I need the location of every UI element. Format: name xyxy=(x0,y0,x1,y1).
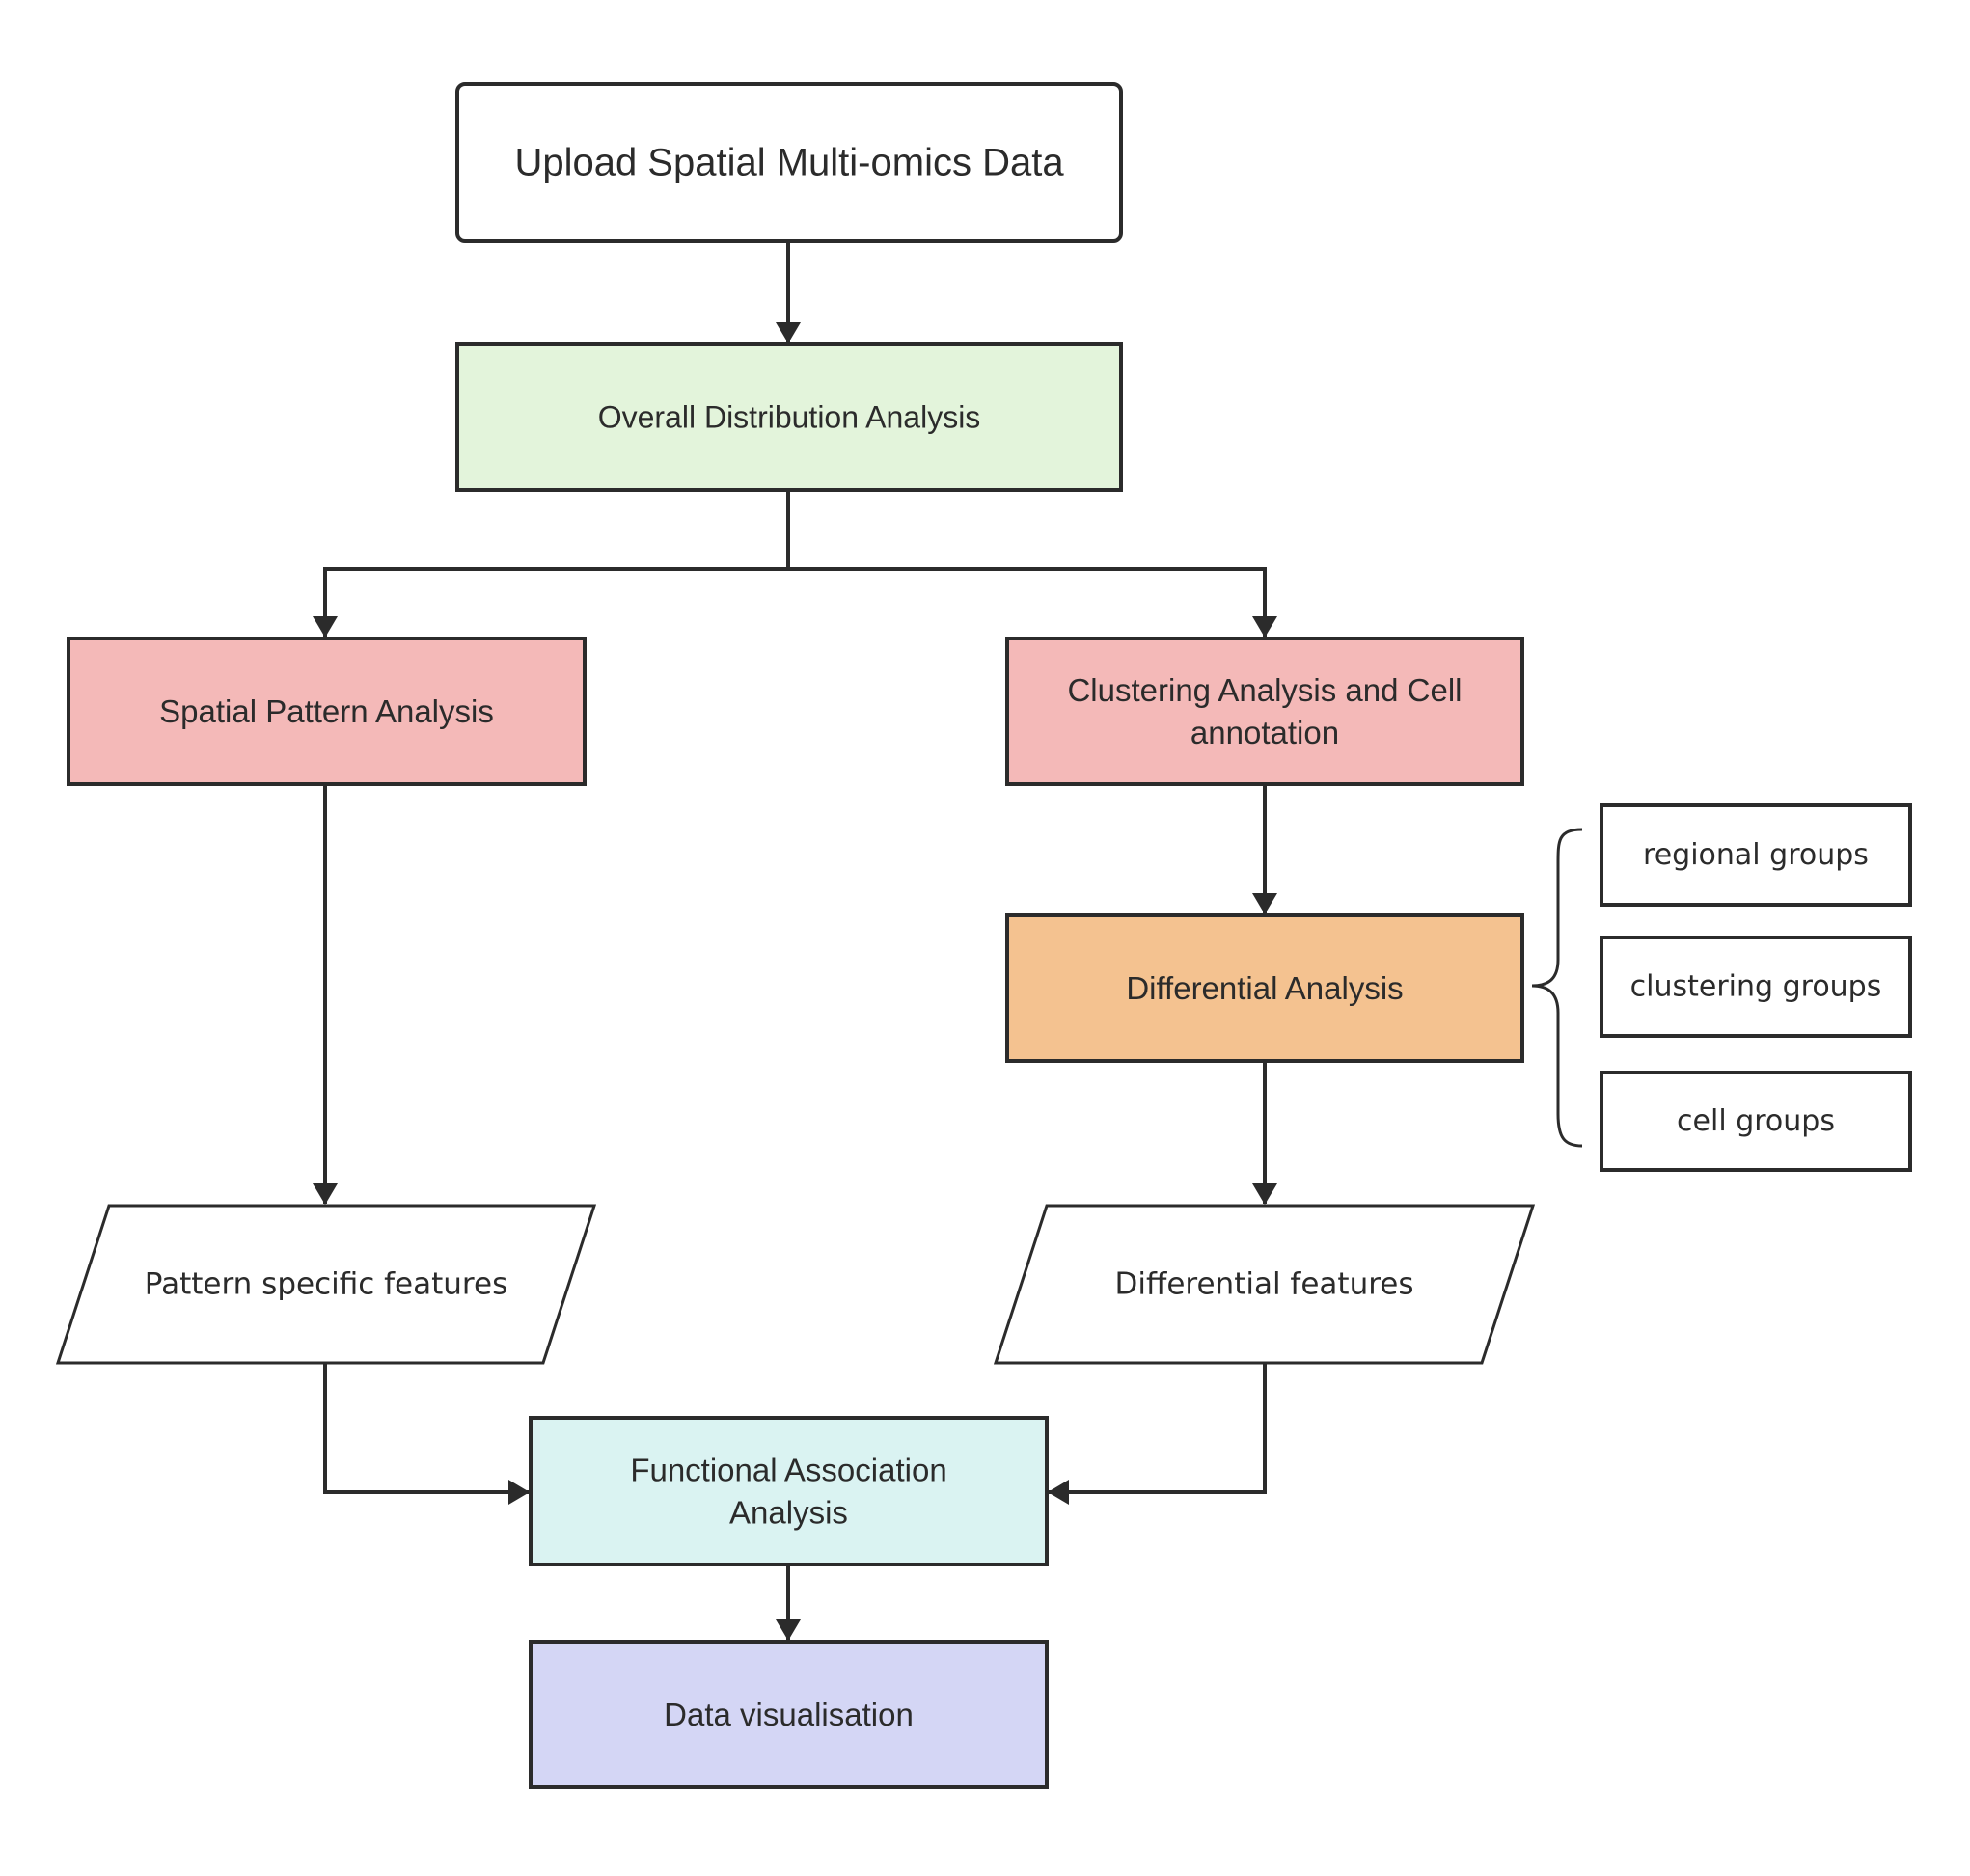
group-item: regional groups xyxy=(1600,803,1912,907)
node-clustering-label: annotation xyxy=(1190,715,1339,750)
node-pattern-features: Pattern specific features xyxy=(55,1204,597,1365)
node-differential-features-parallelogram xyxy=(993,1204,1536,1365)
node-differential-features-label: Differential features xyxy=(1115,1267,1414,1302)
node-differential-box xyxy=(1005,913,1524,1063)
node-spatial-box xyxy=(67,637,587,786)
node-upload-label: Upload Spatial Multi-omics Data xyxy=(514,142,1064,184)
connectors-layer xyxy=(313,241,1277,1641)
arrow-differential-features-to-functional xyxy=(1048,1363,1267,1505)
node-functional-label: Analysis xyxy=(729,1494,848,1530)
node-differential-label: Differential Analysis xyxy=(1126,970,1403,1006)
node-upload: Upload Spatial Multi-omics Data xyxy=(455,82,1123,243)
node-upload-box xyxy=(455,82,1123,243)
group-item-label: cell groups xyxy=(1677,1104,1835,1138)
node-clustering-label: Clustering Analysis and Cell xyxy=(1067,672,1462,708)
group-item-label: regional groups xyxy=(1643,838,1869,872)
node-clustering-box xyxy=(1005,637,1524,786)
node-spatial: Spatial Pattern Analysis xyxy=(67,637,587,786)
node-differential: Differential Analysis xyxy=(1005,913,1524,1063)
node-overall-label: Overall Distribution Analysis xyxy=(598,400,981,435)
group-item-label: clustering groups xyxy=(1630,970,1882,1004)
group-item-box xyxy=(1600,803,1912,907)
node-pattern-features-parallelogram xyxy=(55,1204,597,1365)
group-item: clustering groups xyxy=(1600,936,1912,1038)
node-overall: Overall Distribution Analysis xyxy=(455,342,1123,492)
groups-layer: regional groups clustering groups cell gro… xyxy=(1531,803,1912,1172)
arrow-overall-to-spatial xyxy=(313,490,790,638)
node-visualisation: Data visualisation xyxy=(529,1640,1049,1789)
node-pattern-features-label: Pattern specific features xyxy=(145,1267,507,1302)
node-differential-features: Differential features xyxy=(993,1204,1536,1365)
group-item-box xyxy=(1600,936,1912,1038)
node-spatial-label: Spatial Pattern Analysis xyxy=(159,693,494,729)
arrow-pattern-features-to-functional xyxy=(323,1363,530,1505)
curly-brace-connector xyxy=(1531,828,1583,1148)
node-functional-label: Functional Association xyxy=(630,1453,946,1488)
node-visualisation-box xyxy=(529,1640,1049,1789)
node-functional-box xyxy=(529,1416,1049,1566)
node-visualisation-label: Data visualisation xyxy=(664,1697,914,1732)
arrow-overall-to-clustering xyxy=(788,567,1277,638)
group-item: cell groups xyxy=(1600,1071,1912,1172)
node-overall-box xyxy=(455,342,1123,492)
group-item-box xyxy=(1600,1071,1912,1172)
node-clustering: Clustering Analysis and Cell annotation xyxy=(1005,637,1524,786)
